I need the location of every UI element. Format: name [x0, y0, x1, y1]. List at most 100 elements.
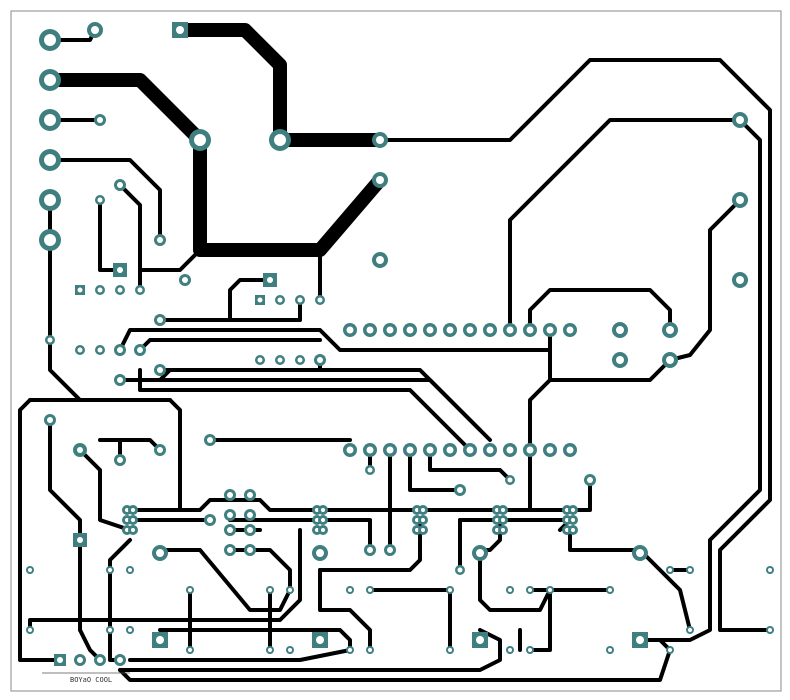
power-trace-2 — [173, 23, 387, 147]
trace — [118, 628, 502, 672]
trace — [528, 588, 552, 652]
drill-hole — [207, 437, 213, 443]
drill-hole — [366, 326, 374, 334]
drill-hole — [565, 508, 569, 512]
trace — [668, 198, 742, 362]
drill-hole — [157, 367, 163, 373]
drill-hole — [97, 287, 103, 293]
drill-hole — [528, 588, 532, 592]
drill-hole — [666, 326, 674, 334]
trace — [48, 418, 82, 632]
drill-hole — [346, 326, 354, 334]
trace — [228, 518, 372, 552]
drill-hole — [508, 588, 512, 592]
drill-hole — [367, 547, 373, 553]
drill-hole — [77, 537, 83, 543]
drill-hole — [548, 588, 552, 592]
trace — [118, 638, 672, 682]
drill-hole — [566, 326, 574, 334]
drill-hole — [688, 628, 692, 632]
drill-hole — [501, 508, 505, 512]
drill-hole — [636, 636, 644, 644]
drill-hole — [376, 176, 384, 184]
drill-hole — [457, 567, 463, 573]
drill-hole — [348, 648, 352, 652]
drill-hole — [28, 628, 32, 632]
trace — [508, 118, 742, 332]
drill-hole — [117, 377, 123, 383]
drill-hole — [317, 297, 323, 303]
drill-hole — [44, 154, 56, 166]
trace — [78, 448, 132, 532]
trace — [18, 398, 62, 662]
drill-hole — [91, 26, 99, 34]
drill-hole — [277, 297, 283, 303]
trace — [108, 538, 132, 662]
drill-hole — [157, 237, 163, 243]
drill-hole — [501, 528, 505, 532]
trace — [458, 518, 572, 532]
drill-hole — [277, 357, 283, 363]
drill-hole — [368, 588, 372, 592]
drill-hole — [316, 549, 324, 557]
drill-hole — [117, 347, 123, 353]
drill-hole — [736, 196, 744, 204]
trace — [378, 58, 772, 632]
drill-hole — [97, 117, 103, 123]
drill-hole — [668, 648, 672, 652]
drill-hole — [486, 326, 494, 334]
drill-hole — [426, 446, 434, 454]
trace — [228, 278, 272, 322]
drill-hole — [495, 528, 499, 532]
trace — [478, 548, 552, 612]
drill-hole — [421, 528, 425, 532]
drill-hole — [506, 446, 514, 454]
drill-hole — [188, 588, 192, 592]
drill-hole — [288, 648, 292, 652]
drill-hole — [486, 446, 494, 454]
trace — [118, 183, 142, 292]
drill-hole — [446, 446, 454, 454]
drill-hole — [257, 357, 263, 363]
drill-hole — [44, 194, 56, 206]
drill-hole — [176, 26, 184, 34]
pads — [26, 22, 774, 666]
drill-hole — [406, 326, 414, 334]
drill-hole — [466, 446, 474, 454]
drill-hole — [77, 447, 83, 453]
trace — [528, 288, 672, 332]
drill-hole — [415, 508, 419, 512]
drill-hole — [131, 528, 135, 532]
power-traces — [43, 23, 387, 257]
drill-hole — [227, 527, 233, 533]
drill-hole — [247, 492, 253, 498]
drill-hole — [128, 568, 132, 572]
trace — [568, 528, 692, 632]
drill-hole — [768, 568, 772, 572]
drill-hole — [415, 518, 419, 522]
drill-hole — [506, 326, 514, 334]
drill-hole — [448, 588, 452, 592]
drill-hole — [476, 549, 484, 557]
drill-hole — [44, 34, 56, 46]
drill-hole — [616, 326, 624, 334]
drill-hole — [768, 628, 772, 632]
drill-hole — [736, 276, 744, 284]
drill-hole — [131, 508, 135, 512]
drill-hole — [268, 588, 272, 592]
drill-hole — [274, 134, 286, 146]
trace — [368, 588, 452, 652]
drill-hole — [587, 477, 593, 483]
drill-hole — [526, 326, 534, 334]
trace — [118, 328, 552, 352]
drill-hole — [117, 267, 123, 273]
drill-hole — [297, 357, 303, 363]
drill-hole — [315, 518, 319, 522]
trace — [128, 628, 352, 662]
drill-hole — [565, 518, 569, 522]
drill-hole — [182, 277, 188, 283]
drill-hole — [128, 628, 132, 632]
drill-hole — [466, 326, 474, 334]
drill-hole — [386, 446, 394, 454]
